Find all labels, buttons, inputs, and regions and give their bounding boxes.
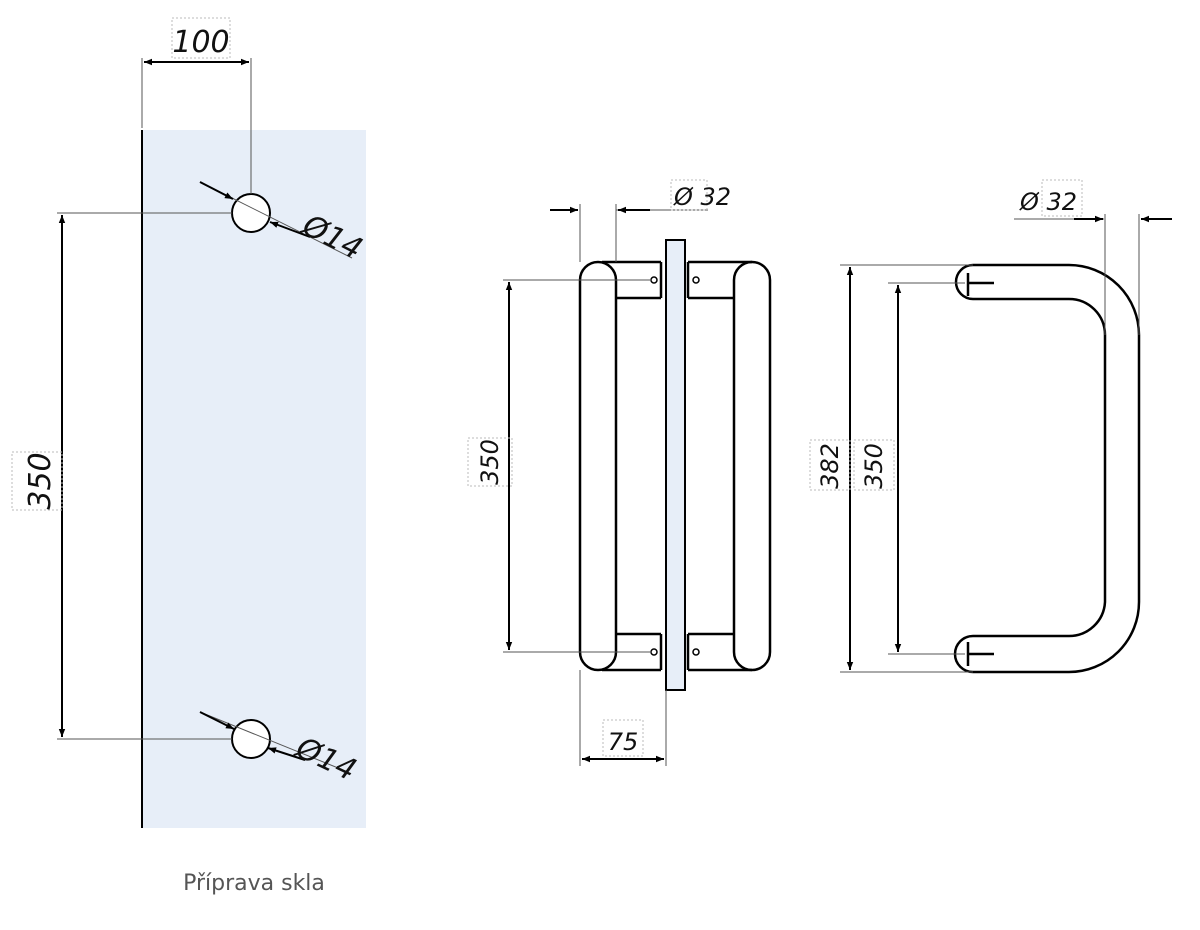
dim-spacing-label: 350 <box>23 452 58 509</box>
right-handle-bar <box>732 260 772 672</box>
hole-bottom <box>231 719 271 759</box>
handle-side-view: Ø 32 382 350 <box>809 179 1172 674</box>
hole-top <box>231 193 271 233</box>
left-handle-bar <box>578 260 618 672</box>
handle-front-view: Ø 32 350 75 <box>467 179 772 766</box>
glass-preparation-view: 100 350 Ø14 Ø14 Příprava skla <box>11 17 368 896</box>
front-projection-label: 75 <box>608 728 639 756</box>
glass-caption: Příprava skla <box>183 871 325 896</box>
front-spacing-label: 350 <box>476 439 504 485</box>
dim-width-label: 100 <box>172 25 229 60</box>
glass-section <box>665 239 686 691</box>
side-diameter-label: Ø 32 <box>1019 188 1077 216</box>
u-handle-inner <box>973 297 1107 638</box>
side-total-label: 382 <box>816 443 844 489</box>
u-handle-outer <box>973 263 1141 674</box>
side-spacing-label: 350 <box>860 443 888 489</box>
front-diameter-label: Ø 32 <box>673 183 731 211</box>
